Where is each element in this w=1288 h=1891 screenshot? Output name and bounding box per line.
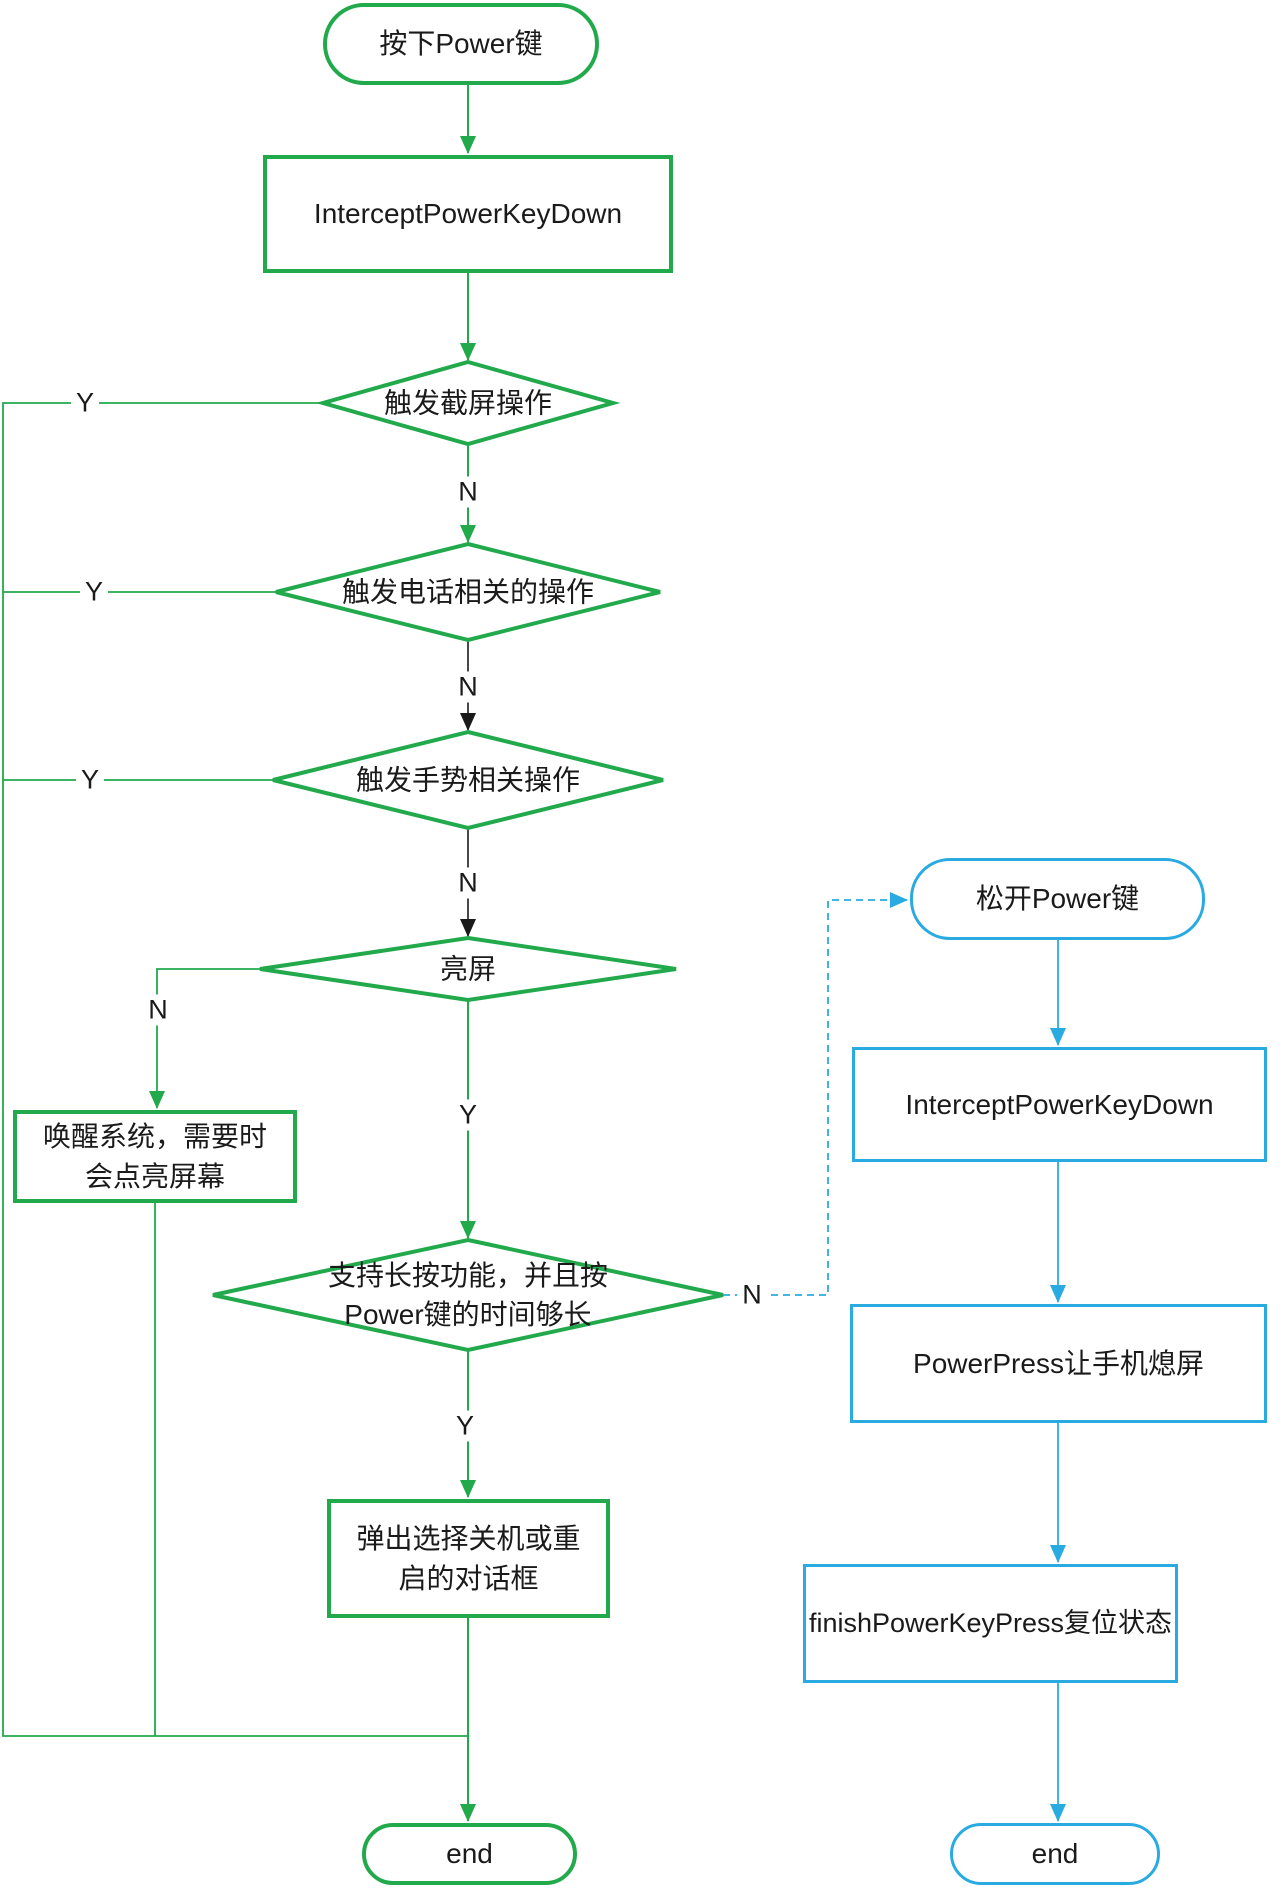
finish-power-key-press-box: finishPowerKeyPress复位状态 [803, 1564, 1178, 1683]
long-press-decision-label: 支持长按功能，并且按 Power键的时间够长 [328, 1256, 608, 1334]
end-blue-label: end [1031, 1838, 1079, 1870]
label-no-screen-on: N [143, 994, 173, 1026]
connector-longpress-no-to-release [723, 892, 908, 1296]
start-node: 按下Power键 [323, 3, 599, 85]
label-yes-long-press: Y [450, 1410, 480, 1442]
wake-system-box: 唤醒系统，需要时 会点亮屏幕 [13, 1110, 297, 1203]
wake-system-line2: 会点亮屏幕 [84, 1160, 225, 1192]
label-no-gesture: N [453, 867, 483, 899]
shutdown-dialog-box: 弹出选择关机或重 启的对话框 [327, 1499, 610, 1618]
release-label: 松开Power键 [975, 883, 1140, 915]
long-press-line2: Power键的时间够长 [344, 1299, 592, 1330]
long-press-line1: 支持长按功能，并且按 [327, 1259, 609, 1291]
long-press-decision-diamond [212, 1237, 724, 1353]
intercept-power-key-down-box-blue: InterceptPowerKeyDown [852, 1047, 1267, 1162]
connector-screen-on-no-to-wake [149, 968, 260, 1109]
gesture-decision-label: 触发手势相关操作 [355, 764, 581, 796]
shutdown-dialog-line2: 启的对话框 [398, 1562, 539, 1594]
start-label: 按下Power键 [379, 28, 543, 60]
screenshot-decision-label: 触发截屏操作 [383, 387, 553, 419]
rail-screenshot-yes [2, 402, 467, 1737]
label-no-screenshot: N [453, 476, 483, 508]
phone-decision-label: 触发电话相关的操作 [341, 576, 595, 608]
end-node-green: end [362, 1823, 577, 1885]
label-no-long-press: N [737, 1279, 767, 1311]
screen-on-decision-label: 亮屏 [439, 953, 497, 985]
intercept-power-key-down-box: InterceptPowerKeyDown [263, 155, 673, 273]
label-no-phone: N [453, 671, 483, 703]
gesture-decision-diamond [272, 729, 664, 831]
shutdown-dialog-line1: 弹出选择关机或重 [356, 1522, 581, 1554]
power-press-box: PowerPress让手机熄屏 [850, 1304, 1267, 1423]
power-press-label: PowerPress让手机熄屏 [913, 1347, 1204, 1379]
release-power-key-node: 松开Power键 [910, 858, 1205, 940]
intercept-label: InterceptPowerKeyDown [313, 198, 623, 230]
phone-decision-diamond [275, 541, 661, 643]
screen-on-decision-diamond [259, 935, 677, 1003]
end-node-blue: end [950, 1823, 1160, 1885]
label-yes-screen-on: Y [453, 1099, 483, 1131]
label-yes-phone: Y [79, 576, 109, 608]
label-yes-gesture: Y [75, 764, 105, 796]
label-yes-screenshot: Y [70, 387, 100, 419]
end-green-label: end [446, 1838, 493, 1870]
finish-label: finishPowerKeyPress复位状态 [808, 1608, 1173, 1639]
wake-system-line1: 唤醒系统，需要时 [42, 1120, 267, 1152]
intercept-blue-label: InterceptPowerKeyDown [905, 1088, 1214, 1120]
screenshot-decision-diamond [315, 359, 621, 447]
